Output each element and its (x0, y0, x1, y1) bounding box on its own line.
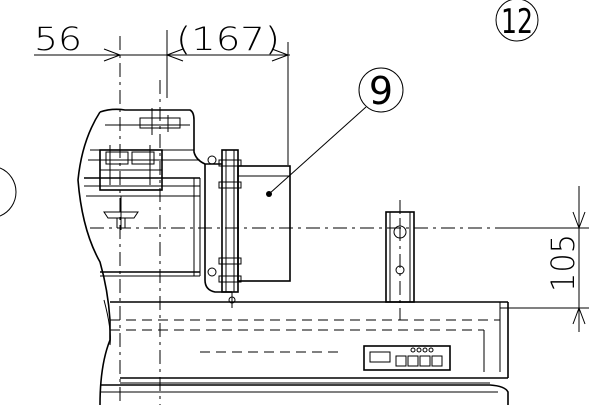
control-panel (363, 345, 451, 371)
motor-unit (84, 108, 222, 277)
balloon-12-label: 12 (501, 2, 533, 42)
center-lines (90, 36, 580, 405)
duct-adapter (204, 149, 291, 308)
balloon-9: 9 (266, 67, 404, 197)
dimension-56-label: 56 (34, 20, 82, 58)
partial-balloon-left (0, 167, 17, 217)
hood-body (77, 111, 509, 405)
mounting-bracket (385, 211, 415, 303)
dimension-105-label: 105 (544, 234, 582, 292)
dimension-top: 56 (167) (34, 20, 290, 165)
balloon-12: 12 (495, 0, 539, 42)
balloon-9-label: 9 (369, 69, 393, 113)
dimension-right: 105 (500, 186, 589, 332)
dimension-167-label: (167) (176, 20, 280, 58)
